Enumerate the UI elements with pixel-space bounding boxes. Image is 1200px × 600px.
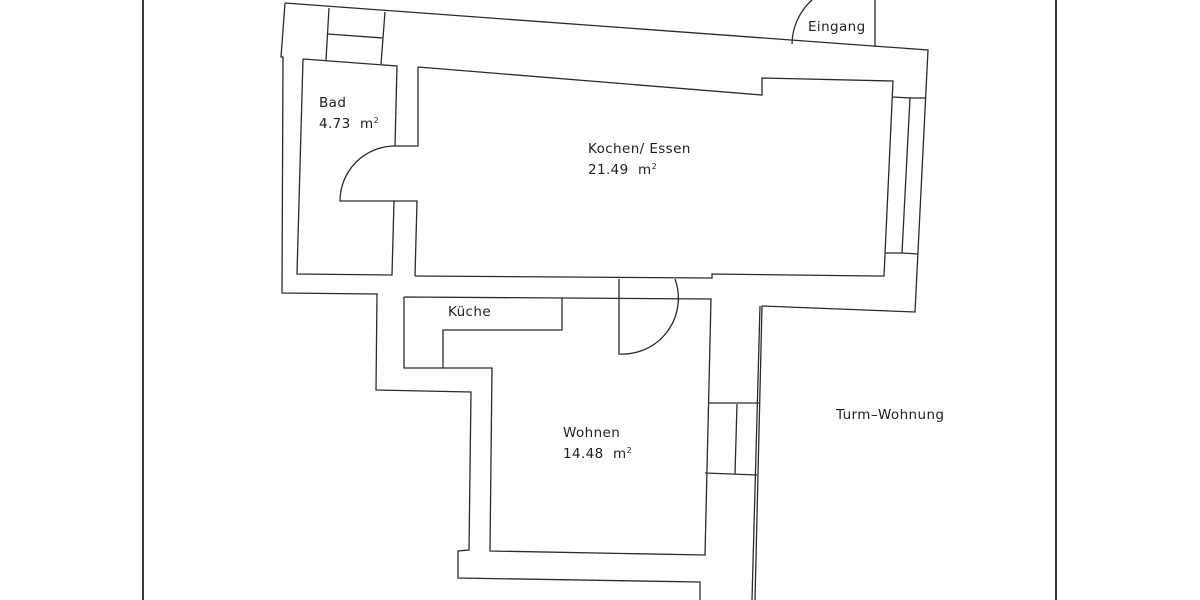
room-area: 4.73 m2 [319, 116, 380, 132]
room-area-value: 14.48 [563, 446, 604, 462]
outer-wall-left [280, 2, 701, 600]
room-area-value: 4.73 [319, 116, 351, 132]
outer-wall-upper [284, 2, 929, 600]
entrance-label: Eingang [808, 19, 866, 35]
kitchen-dining-walls [414, 66, 894, 279]
wohnen-walls [443, 297, 712, 556]
unit-name-label: Turm–Wohnung [836, 407, 945, 423]
room-name: Kochen/ Essen [588, 141, 691, 157]
wohnen-window-mullion [734, 403, 738, 475]
room-area: 21.49 m2 [588, 162, 658, 178]
kitchen-dining-window [885, 96, 911, 254]
window-sill-bottom [901, 252, 919, 255]
shaft-block [325, 7, 330, 61]
wohnen-window-lower [704, 472, 758, 476]
room-name: Küche [448, 304, 492, 320]
entrance-door-swing [791, 0, 813, 45]
room-name: Bad [319, 95, 347, 111]
shaft-divider [327, 33, 384, 39]
room-area: 14.48 m2 [563, 446, 633, 462]
wohnen-door-swing [618, 278, 679, 355]
bad-room-walls-lower [296, 58, 418, 277]
bad-door-swing [339, 145, 396, 202]
room-name: Wohnen [563, 425, 621, 441]
room-label-kochen-essen: Kochen/ Essen 21.49 m2 [588, 140, 691, 179]
room-label-kueche: Küche [448, 303, 491, 321]
room-label-wohnen: Wohnen 14.48 m2 [563, 424, 632, 463]
room-label-bad: Bad 4.73 m2 [319, 94, 379, 133]
room-area-value: 21.49 [588, 162, 629, 178]
tower-wall-right [751, 305, 761, 600]
